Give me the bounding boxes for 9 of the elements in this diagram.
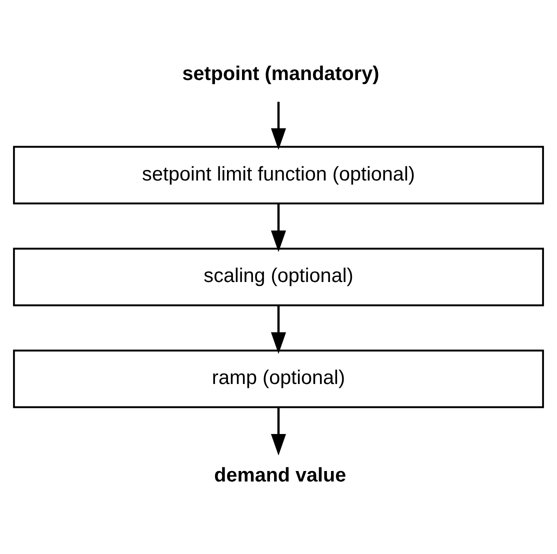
node-box: scaling (optional) bbox=[13, 248, 544, 306]
node-box: setpoint limit function (optional) bbox=[13, 146, 544, 204]
node-text: setpoint (mandatory) bbox=[182, 62, 380, 85]
node-text: demand value bbox=[214, 464, 346, 487]
arrow bbox=[270, 102, 286, 150]
node-box: ramp (optional) bbox=[13, 350, 544, 408]
arrow bbox=[270, 305, 286, 354]
arrow bbox=[270, 408, 286, 456]
arrow bbox=[270, 204, 286, 252]
